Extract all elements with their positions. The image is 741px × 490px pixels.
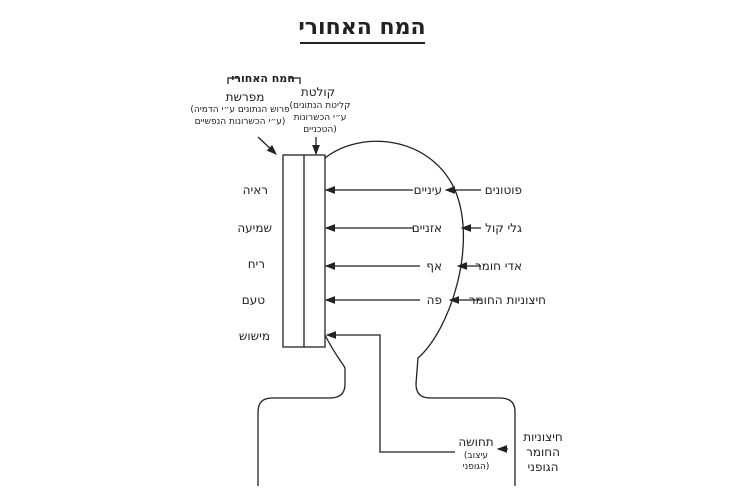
organ-label: אף (426, 259, 442, 273)
sense-label: שמיעה (237, 221, 272, 235)
page-title: המח האחורי (298, 15, 425, 40)
sense-rows: ראיה שמיעה ריח טעם מישוש עיניים אזניים א… (237, 183, 546, 343)
body-outline (257, 334, 346, 486)
stimulus-label: אדי חומר (475, 259, 522, 273)
touch-desc: (עיצוב (464, 451, 488, 461)
touch-label: תחושה (458, 435, 493, 449)
body-stimulus-label: החומר (526, 445, 560, 459)
sense-label: ריח (248, 257, 265, 271)
sense-label: מישוש (239, 329, 270, 343)
touch-desc: הגופני) (463, 462, 490, 472)
body-stimulus-label: חיצוניות (523, 430, 563, 444)
interpreter-desc: (פרוש הנתונים ע״י הדמיה (190, 105, 290, 115)
receiver-desc: ע״י הכשרונות (294, 113, 347, 123)
organ-label: אזניים (412, 221, 442, 235)
bracket (227, 77, 301, 84)
touch-arrow (325, 331, 455, 453)
sense-label: טעם (242, 293, 265, 307)
interpreter-desc: ע״י הכשרונות הנפשיים) (195, 117, 286, 127)
receiver-desc: (קליטת הנתונים (289, 101, 350, 111)
body-stimulus-label: הגופני (527, 460, 558, 474)
stimulus-label: חיצוניות החומר (469, 293, 546, 307)
receiver-label: קולטת (301, 85, 335, 99)
stimulus-label: פוטונים (485, 183, 522, 197)
brain-label: המח האחורי (231, 72, 295, 85)
organ-label: פה (427, 293, 442, 307)
stimulus-label: גלי קול (485, 221, 522, 235)
interpreter-label: מפרשת (226, 90, 265, 104)
head-outline (324, 140, 516, 486)
receiver-desc: הטכניים) (303, 125, 337, 135)
sense-label: ראיה (243, 183, 268, 197)
organ-label: עיניים (414, 183, 442, 197)
interpreter-arrow (257, 136, 277, 155)
